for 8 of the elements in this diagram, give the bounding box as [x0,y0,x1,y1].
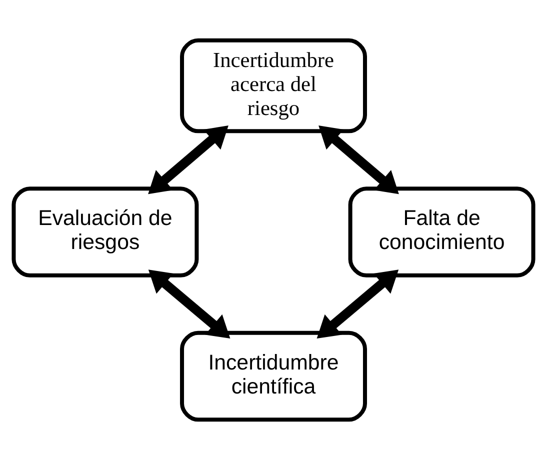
arrow [318,125,399,194]
node-box: Incertidumbre acerca del riesgo [180,38,367,133]
arrow [148,269,230,338]
node-box: Incertidumbre científica [180,330,367,422]
arrow [316,269,399,338]
node-box: Evaluación de riesgos [12,186,199,277]
arrow [148,125,228,194]
node-box: Falta de conocimiento [348,186,536,277]
